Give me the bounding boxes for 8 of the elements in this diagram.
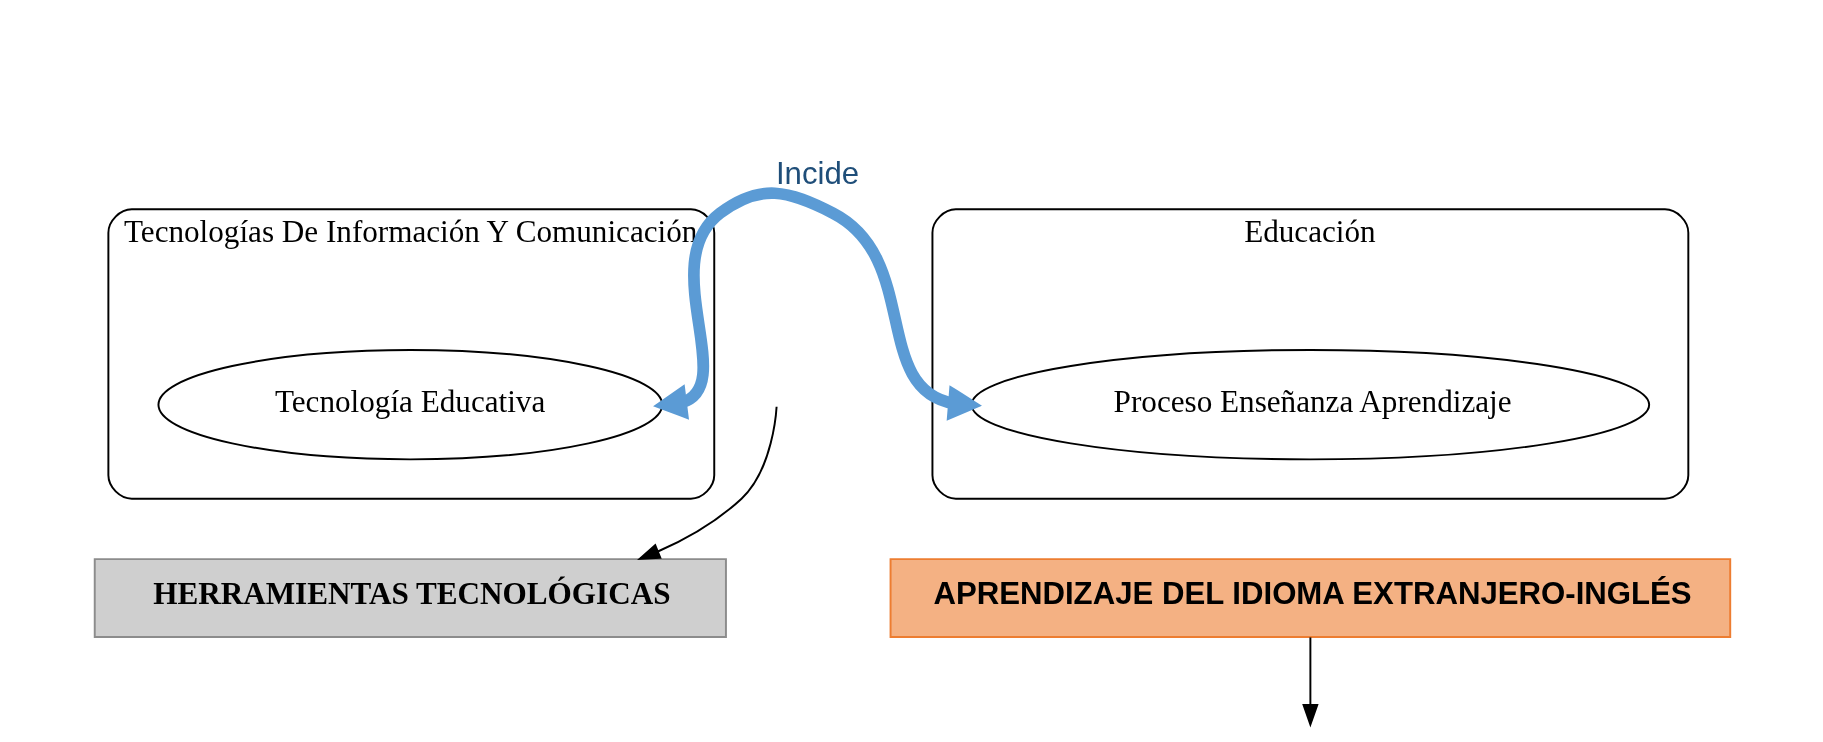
edge-label: Incide bbox=[775, 155, 860, 191]
node-box: HERRAMIENTAS TECNOLÓGICAS bbox=[93, 558, 727, 639]
node-box: APRENDIZAJE DEL IDIOMA EXTRANJERO-INGLÉS bbox=[889, 558, 1732, 639]
arrow bbox=[653, 187, 982, 421]
node-ellipse: Tecnología Educativa bbox=[157, 349, 664, 461]
node-ellipse: Proceso Enseñanza Aprendizaje bbox=[970, 349, 1651, 461]
arrow bbox=[1302, 636, 1319, 728]
arrow bbox=[636, 405, 778, 560]
